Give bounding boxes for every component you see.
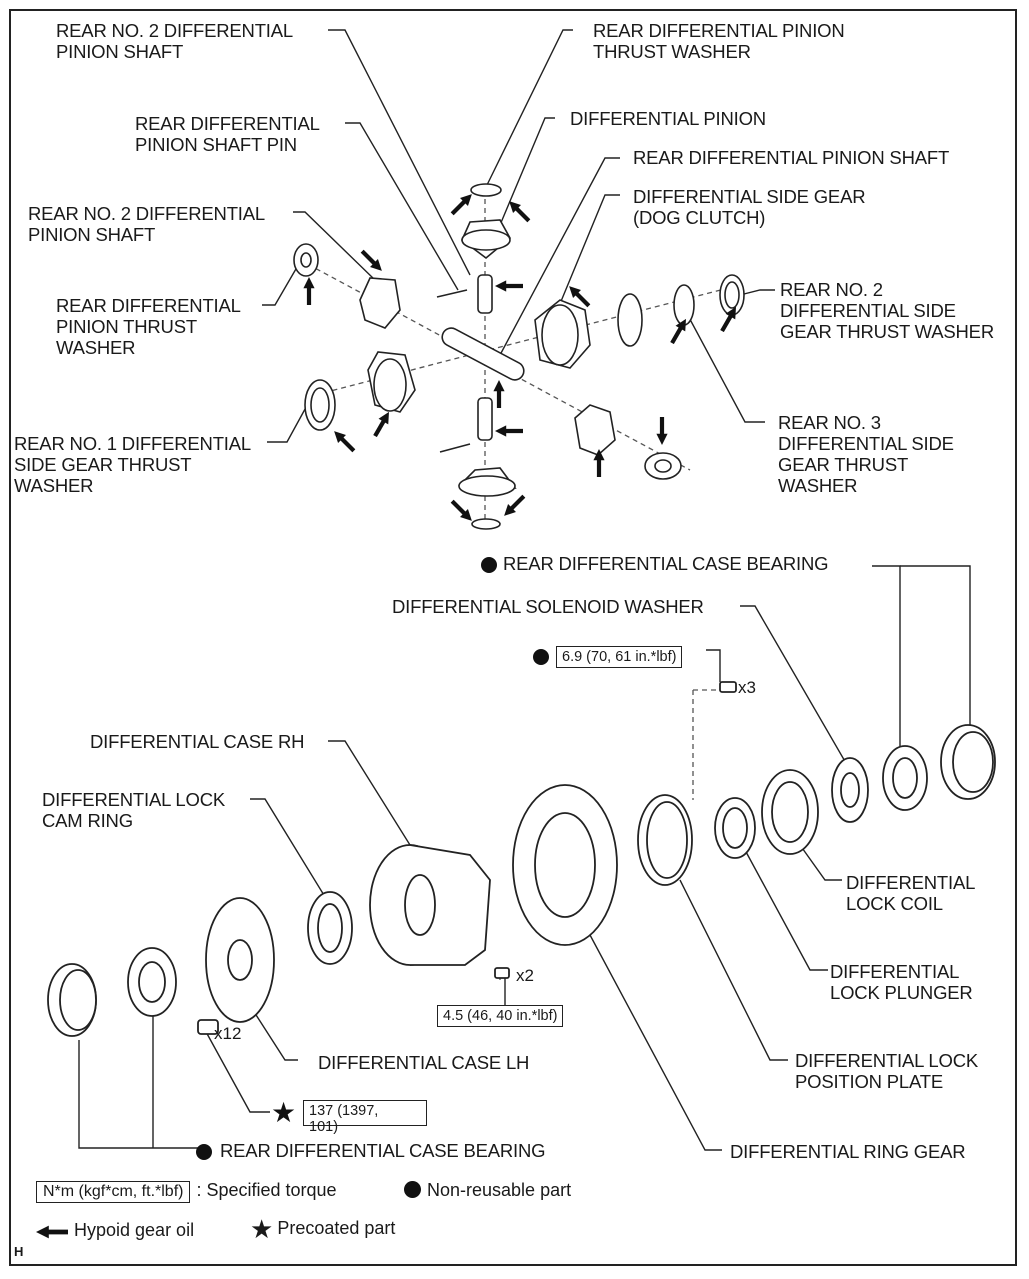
label-differential-pinion: DIFFERENTIAL PINION: [570, 108, 766, 129]
label-case-lh: DIFFERENTIAL CASE LH: [318, 1052, 530, 1073]
corner-mark: H: [14, 1244, 24, 1259]
qty-x3: x3: [738, 678, 756, 697]
legend-hypoid: Hypoid gear oil: [36, 1220, 194, 1241]
label-case-rh: DIFFERENTIAL CASE RH: [90, 731, 305, 752]
label-ring-gear: DIFFERENTIAL RING GEAR: [730, 1141, 966, 1162]
label-pinion-shaft-2-left: REAR NO. 2 DIFFERENTIAL PINION SHAFT: [28, 203, 265, 245]
torque-box-solenoid-bolt: 6.9 (70, 61 in.*lbf): [556, 646, 683, 668]
torque-box-case-bolt: 4.5 (46, 40 in.*lbf): [437, 1005, 564, 1027]
label-case-bearing-top: REAR DIFFERENTIAL CASE BEARING: [503, 553, 829, 574]
label-lock-position-plate: DIFFERENTIAL LOCK POSITION PLATE: [795, 1050, 979, 1092]
label-lock-coil: DIFFERENTIAL LOCK COIL: [846, 872, 976, 914]
qty-x12: x12: [214, 1024, 242, 1043]
precoated-star-icon: ★: [250, 1214, 274, 1244]
label-case-bearing-bottom: REAR DIFFERENTIAL CASE BEARING: [220, 1140, 546, 1161]
label-rear-pinion-shaft: REAR DIFFERENTIAL PINION SHAFT: [633, 147, 950, 168]
legend-torque-desc: : Specified torque: [196, 1180, 337, 1200]
nonreusable-markers: [196, 557, 549, 1160]
label-pinion-thrust-washer-top: REAR DIFFERENTIAL PINION THRUST WASHER: [593, 20, 845, 62]
label-pinion-thrust-washer-left: REAR DIFFERENTIAL PINION THRUST WASHER: [56, 295, 241, 358]
label-solenoid-washer: DIFFERENTIAL SOLENOID WASHER: [392, 596, 704, 617]
legend-precoated-text: Precoated part: [277, 1218, 396, 1238]
qty-x2: x2: [516, 966, 534, 985]
label-side-gear-thrust-washer-1: REAR NO. 1 DIFFERENTIAL SIDE GEAR THRUST…: [14, 433, 251, 496]
upper-gear-parts: [293, 183, 745, 530]
label-pinion-shaft-pin: REAR DIFFERENTIAL PINION SHAFT PIN: [135, 113, 320, 155]
label-lock-plunger: DIFFERENTIAL LOCK PLUNGER: [830, 961, 973, 1003]
legend-hypoid-text: Hypoid gear oil: [74, 1220, 195, 1240]
legend-nonreusable-text: Non-reusable part: [427, 1180, 572, 1200]
label-lock-cam-ring: DIFFERENTIAL LOCK CAM RING: [42, 789, 226, 831]
torque-box-ring-gear-bolt: 137 (1397, 101): [303, 1100, 427, 1135]
label-pinion-shaft-2-top: REAR NO. 2 DIFFERENTIAL PINION SHAFT: [56, 20, 293, 62]
precoated-star-marker: ★: [271, 1096, 296, 1129]
hypoid-arrow-icon: [36, 1225, 68, 1239]
label-side-gear-thrust-washer-2: REAR NO. 2 DIFFERENTIAL SIDE GEAR THRUST…: [780, 279, 994, 342]
legend-precoated: ★Precoated part: [250, 1214, 396, 1244]
lower-assembly-parts: [47, 681, 996, 1037]
legend-torque: N*m (kgf*cm, ft.*lbf): Specified torque: [36, 1180, 337, 1203]
label-side-gear-dog-clutch: DIFFERENTIAL SIDE GEAR (DOG CLUTCH): [633, 186, 866, 228]
diagram-frame: [9, 9, 1017, 1266]
legend-torque-key: N*m (kgf*cm, ft.*lbf): [36, 1181, 191, 1203]
nonreusable-dot-icon: [404, 1181, 421, 1198]
label-side-gear-thrust-washer-3: REAR NO. 3 DIFFERENTIAL SIDE GEAR THRUST…: [778, 412, 954, 496]
leader-lines: [78, 29, 971, 1151]
legend-nonreusable: Non-reusable part: [404, 1180, 571, 1201]
